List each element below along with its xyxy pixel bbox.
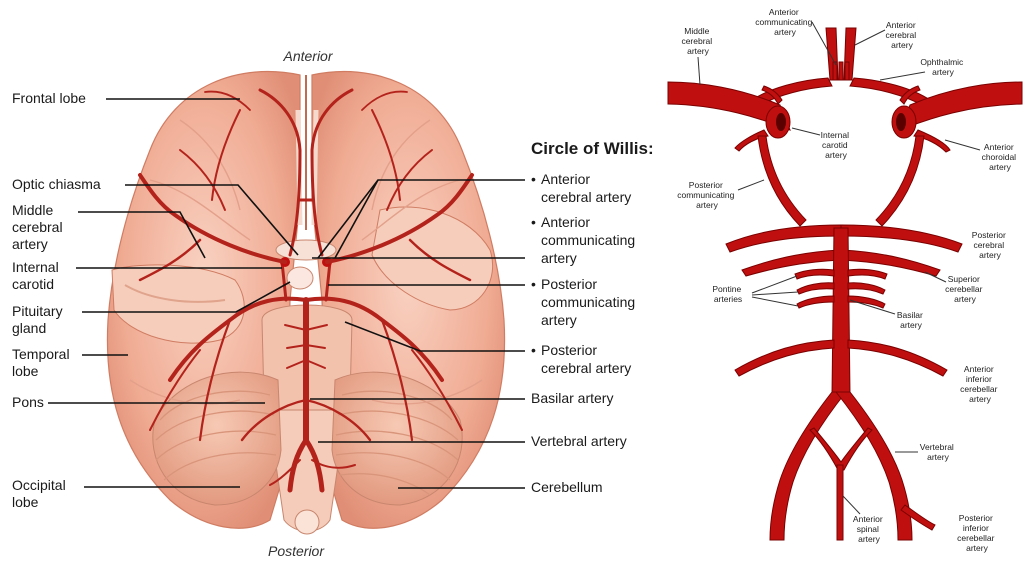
posterior-orientation-label: Posterior [268, 543, 325, 559]
posterior-communicating-left [758, 136, 806, 226]
label-posterior-communicating-artery: Posterior communicating artery [541, 276, 639, 328]
posterior-cerebral-left [726, 225, 841, 252]
label-posterior-cerebral-artery: Posterior cerebral artery [541, 342, 631, 376]
brain-illustration [107, 72, 504, 534]
label-frontal-lobe: Frontal lobe [12, 90, 86, 106]
label-middle-cerebral-artery-schematic: Middle cerebral artery [681, 26, 714, 56]
label-internal-carotid: Internal carotid [12, 259, 63, 292]
label-ophthalmic-artery: Ophthalmic artery [920, 57, 965, 77]
label-posterior-inferior-cerebellar-artery: Posterior inferior cerebellar artery [957, 513, 997, 553]
label-anterior-inferior-cerebellar-artery: Anterior inferior cerebellar artery [960, 364, 1000, 404]
label-occipital-lobe: Occipital lobe [12, 477, 70, 510]
label-anterior-choroidal-artery: Anterior choroidal artery [982, 142, 1019, 172]
posterior-cerebral-right [841, 225, 962, 252]
vertebral-left [770, 392, 846, 540]
anterior-orientation-label: Anterior [282, 48, 333, 64]
bullet: • [531, 342, 536, 358]
label-middle-cerebral-artery: Middle cerebral artery [12, 202, 66, 252]
label-cerebellum: Cerebellum [531, 479, 603, 495]
label-basilar-artery: Basilar artery [531, 390, 613, 406]
label-vertebral-artery-schematic: Vertebral artery [920, 442, 956, 462]
bullet: • [531, 171, 536, 187]
label-pituitary-gland: Pituitary gland [12, 303, 66, 336]
label-anterior-communicating-artery: Anterior communicating artery [755, 7, 815, 37]
label-optic-chiasma: Optic chiasma [12, 176, 101, 192]
anterior-spinal [810, 428, 872, 470]
label-anterior-cerebral-artery: Anterior cerebral artery [541, 171, 631, 205]
label-anterior-communicating-artery: Anterior communicating artery [541, 214, 639, 266]
posterior-communicating-right [876, 136, 924, 226]
label-anterior-spinal-artery: Anterior spinal artery [853, 514, 885, 544]
basilar-trunk [832, 228, 850, 395]
label-basilar-artery-schematic: Basilar artery [897, 310, 925, 330]
bullet: • [531, 276, 536, 292]
label-pons: Pons [12, 394, 44, 410]
label-superior-cerebellar-artery: Superior cerebellar artery [945, 274, 985, 304]
label-anterior-cerebral-artery-schematic: Anterior cerebral artery [885, 20, 918, 50]
label-posterior-communicating-artery-schematic: Posterior communicating artery [677, 180, 737, 210]
label-temporal-lobe: Temporal lobe [12, 346, 73, 379]
bullet: • [531, 214, 536, 230]
circle-of-willis-title: Circle of Willis: [531, 139, 654, 158]
label-pontine-arteries: Pontine arteries [712, 284, 743, 304]
aica-left [735, 340, 834, 376]
label-internal-carotid-artery: Internal carotid artery [821, 130, 852, 160]
aica-right [848, 340, 947, 376]
label-posterior-cerebral-artery-schematic: Posterior cerebral artery [972, 230, 1008, 260]
pituitary-gland [287, 267, 313, 289]
label-vertebral-artery: Vertebral artery [531, 433, 627, 449]
